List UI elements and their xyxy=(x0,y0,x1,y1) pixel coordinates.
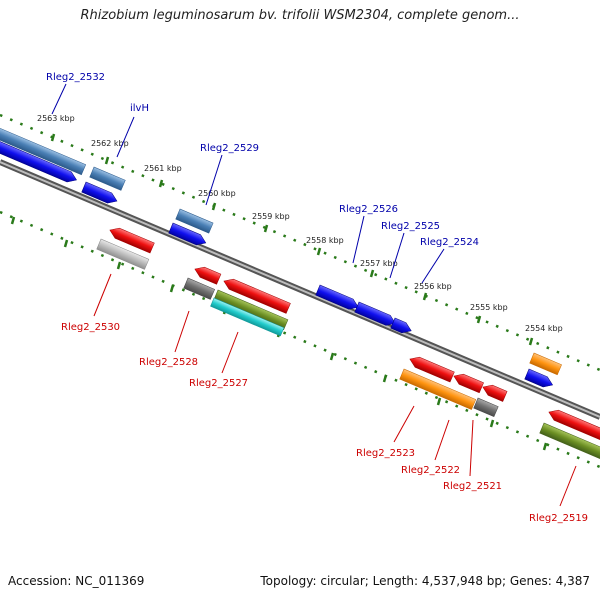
gene-feature[interactable] xyxy=(315,284,361,312)
tick-label: 2563 kbp xyxy=(37,114,75,123)
gene-feature[interactable] xyxy=(399,368,477,410)
gene-feature[interactable] xyxy=(473,397,499,418)
tick-label: 2561 kbp xyxy=(144,164,182,173)
gene-feature[interactable] xyxy=(481,382,508,402)
gene-label[interactable]: Rleg2_2527 xyxy=(189,378,248,389)
map-title: Rhizobium leguminosarum bv. trifolii WSM… xyxy=(80,8,520,23)
gene-label[interactable]: Rleg2_2528 xyxy=(139,357,198,368)
genome-summary-text: Topology: circular; Length: 4,537,948 bp… xyxy=(260,574,590,588)
gene-feature[interactable] xyxy=(213,289,289,331)
genome-backbone xyxy=(0,159,600,420)
gene-feature[interactable] xyxy=(452,371,484,394)
accession-text: Accession: NC_011369 xyxy=(8,574,145,588)
forward-genes xyxy=(0,123,562,390)
tick-label: 2557 kbp xyxy=(360,259,398,268)
tick-label: 2560 kbp xyxy=(198,189,236,198)
gene-feature[interactable] xyxy=(108,225,155,254)
gene-feature[interactable] xyxy=(0,123,87,176)
gene-feature[interactable] xyxy=(168,222,208,248)
gene-feature[interactable] xyxy=(89,166,126,191)
reverse-gene-labels: Rleg2_2530 Rleg2_2528 Rleg2_2527 Rleg2_2… xyxy=(61,322,588,524)
gene-feature[interactable] xyxy=(547,407,600,441)
gene-feature[interactable] xyxy=(183,277,216,300)
gene-label[interactable]: Rleg2_2526 xyxy=(339,204,398,215)
gene-feature[interactable] xyxy=(354,301,398,329)
reverse-tick-marks xyxy=(10,216,548,451)
reverse-axis-line xyxy=(0,210,600,469)
gene-label[interactable]: Rleg2_2529 xyxy=(200,143,259,154)
forward-leader-lines xyxy=(51,83,445,284)
gene-feature[interactable] xyxy=(222,276,291,314)
gene-label[interactable]: Rleg2_2523 xyxy=(356,448,415,459)
gene-feature[interactable] xyxy=(96,238,150,270)
tick-label: 2554 kbp xyxy=(525,324,563,333)
forward-gene-labels: Rleg2_2532 ilvH Rleg2_2529 Rleg2_2526 Rl… xyxy=(46,72,479,248)
tick-labels: 2563 kbp 2562 kbp 2561 kbp 2560 kbp 2559… xyxy=(37,114,563,333)
gene-feature[interactable] xyxy=(390,317,414,336)
gene-feature[interactable] xyxy=(81,181,119,206)
tick-label: 2555 kbp xyxy=(470,303,508,312)
gene-feature[interactable] xyxy=(193,264,222,285)
tick-label: 2559 kbp xyxy=(252,212,290,221)
gene-feature[interactable] xyxy=(0,138,79,185)
gene-label[interactable]: Rleg2_2532 xyxy=(46,72,105,83)
gene-label[interactable]: Rleg2_2530 xyxy=(61,322,120,333)
reverse-genes xyxy=(96,225,600,461)
gene-feature[interactable] xyxy=(175,208,214,234)
gene-label[interactable]: ilvH xyxy=(130,103,149,114)
gene-feature[interactable] xyxy=(408,354,455,383)
gene-label[interactable]: Rleg2_2525 xyxy=(381,221,440,232)
gene-label[interactable]: Rleg2_2519 xyxy=(529,513,588,524)
forward-tick-marks xyxy=(50,133,534,346)
tick-label: 2562 kbp xyxy=(91,139,129,148)
gene-feature[interactable] xyxy=(210,297,285,337)
tick-label: 2558 kbp xyxy=(306,236,344,245)
gene-label[interactable]: Rleg2_2522 xyxy=(401,465,460,476)
gene-feature[interactable] xyxy=(524,368,555,390)
tick-label: 2556 kbp xyxy=(414,282,452,291)
gene-label[interactable]: Rleg2_2521 xyxy=(443,481,502,492)
gene-feature[interactable] xyxy=(529,352,562,376)
gene-label[interactable]: Rleg2_2524 xyxy=(420,237,479,248)
gene-feature[interactable] xyxy=(539,422,600,461)
reverse-leader-lines xyxy=(93,273,577,507)
